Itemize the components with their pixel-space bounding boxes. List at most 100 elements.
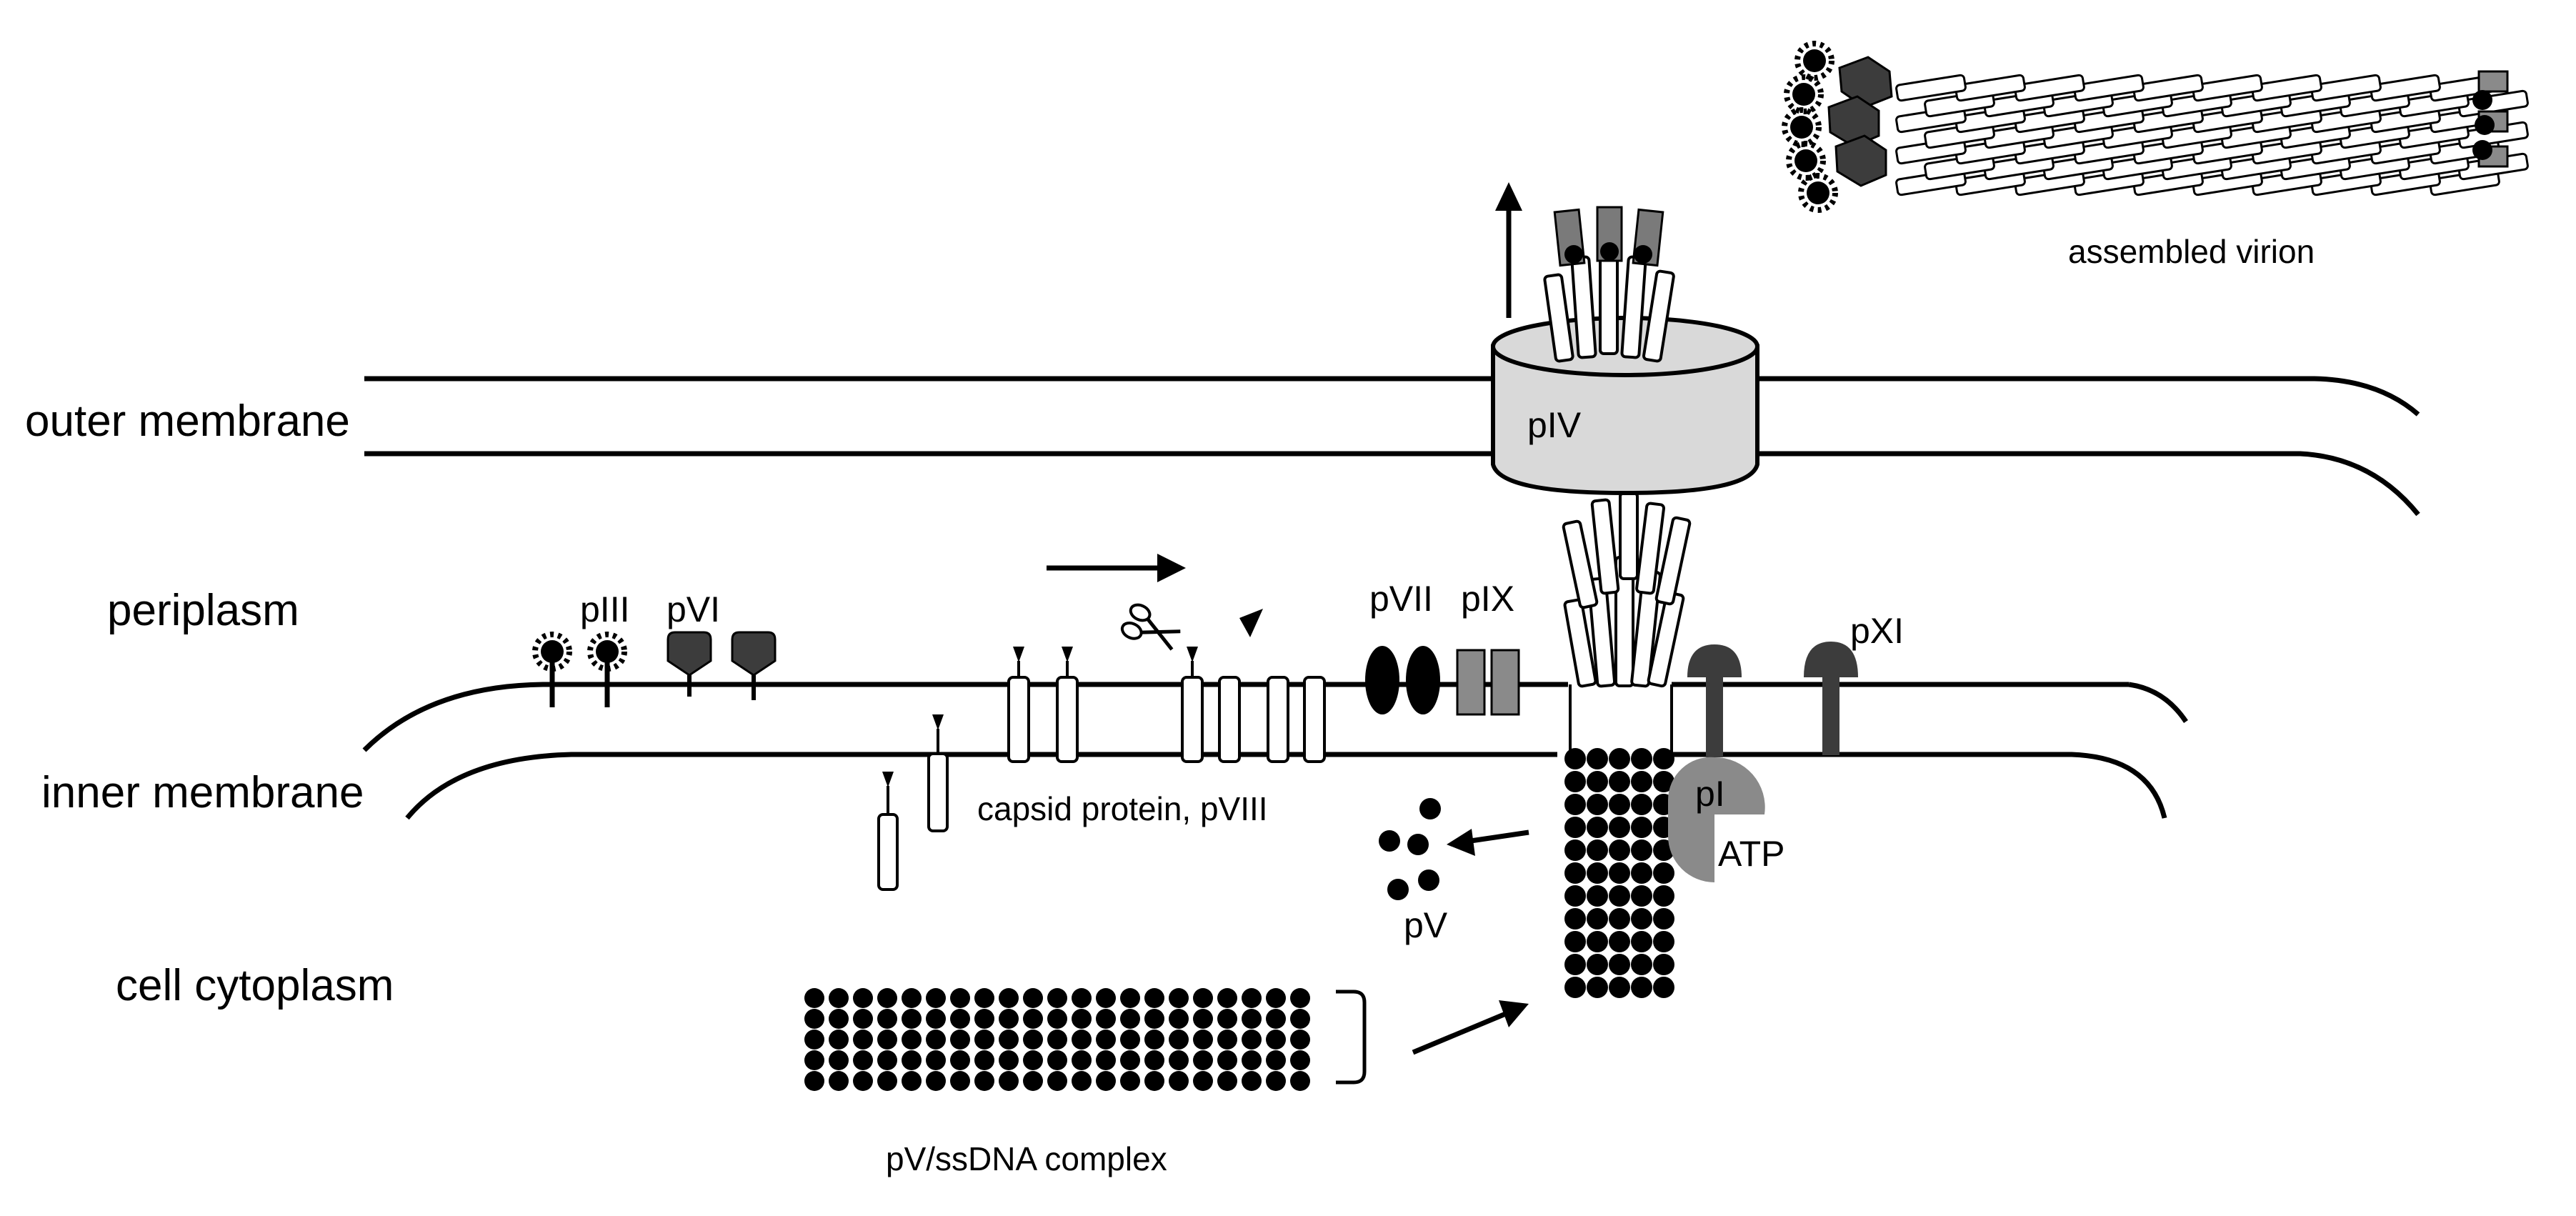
pv-dimer-dot (1217, 1030, 1237, 1050)
pv-dimer-dot (1096, 1009, 1116, 1029)
pv-dimer-dot (999, 1030, 1019, 1050)
pix-protein (1456, 649, 1520, 716)
pv-dimer-dot (999, 988, 1019, 1008)
pv-dimer-dot (1266, 1030, 1286, 1050)
pv-dimer-dot (1653, 771, 1674, 792)
piii-protein (532, 632, 627, 707)
label-pv-ssdna-complex: pV/ssDNA complex (886, 1140, 1167, 1177)
pv-dimer-dot (1144, 1030, 1164, 1050)
pv-dimer-dot (1023, 1071, 1043, 1091)
label-cell-cytoplasm: cell cytoplasm (116, 961, 394, 1010)
pv-dimer-dot (829, 1009, 849, 1029)
pv-dimer-dot (1193, 988, 1213, 1008)
pv-dimer-dot (877, 1009, 897, 1029)
pv-dimer-dot (1631, 977, 1652, 998)
pv-dimer-dot (1564, 977, 1586, 998)
label-atp: ATP (1718, 834, 1785, 874)
label-piv: pIV (1527, 405, 1582, 445)
virion-pvii-pix-end (2472, 70, 2509, 168)
label-outer-membrane: outer membrane (25, 397, 350, 446)
pv-dimer-dot (1587, 908, 1608, 930)
pviii-capsid-proteins (877, 609, 1326, 891)
pv-dimer-dot (1072, 1030, 1092, 1050)
pi-protein (1667, 644, 1765, 882)
pv-dimer-dot (1653, 748, 1674, 769)
virion-emerging-tubes (1562, 492, 1692, 688)
pv-dimer-dot (1587, 839, 1608, 861)
pv-dimer-dot (1047, 988, 1067, 1008)
pv-dimer-dot (877, 1071, 897, 1091)
pv-dimer-dot (829, 1050, 849, 1070)
outer-membrane (364, 376, 2420, 517)
pv-dimer-dot (999, 1071, 1019, 1091)
pv-dimer-dot (1564, 817, 1586, 838)
pv-dimer-dot (1169, 1009, 1189, 1029)
pv-dimer-dot (950, 1071, 970, 1091)
label-pv: pV (1404, 905, 1448, 945)
pv-dimer-dot (1242, 1050, 1262, 1070)
label-pi: pI (1695, 774, 1725, 814)
pv-dimer-dot (1653, 977, 1674, 998)
pv-dimer-dot (1564, 748, 1586, 769)
pv-dimer-dot (1096, 1030, 1116, 1050)
translocation-arrow (1047, 554, 1186, 582)
scissors-icon (1120, 603, 1181, 651)
inner-membrane (362, 682, 2188, 820)
pv-dimer-dot (1023, 1050, 1043, 1070)
label-pvi: pVI (667, 589, 720, 629)
pv-dimer-dot (1242, 1009, 1262, 1029)
pv-dimer-dot (1096, 988, 1116, 1008)
pv-dimer-dot (853, 1009, 873, 1029)
pv-dimer-dot (1266, 988, 1286, 1008)
pv-dimer-dot (1266, 1050, 1286, 1070)
pv-dimer-dot (926, 1009, 946, 1029)
virion-pviii-tube (2073, 74, 2145, 102)
pv-dimer-dot (1653, 908, 1674, 930)
pv-dimer-dot (974, 1071, 994, 1091)
pv-dimer-dot (926, 988, 946, 1008)
pv-dimer-dot (1193, 1071, 1213, 1091)
pv-dimer-dot (1587, 862, 1608, 884)
pv-dimer-dot (926, 1050, 946, 1070)
pv-dimer-dot (1631, 954, 1652, 975)
pv-dimer-dot (853, 988, 873, 1008)
pv-dimer-dot (1144, 1071, 1164, 1091)
pv-dimer-dot (950, 1030, 970, 1050)
pvii-protein (1365, 646, 1440, 714)
pv-dimer-dot (1290, 988, 1310, 1008)
pvi-protein (667, 631, 777, 700)
label-pxi: pXI (1850, 611, 1904, 651)
pv-dimer-dot (1631, 885, 1652, 907)
virion-pviii-tube (2132, 74, 2204, 102)
pv-dimer-dot (1242, 988, 1262, 1008)
pv-dimer-dot (1587, 977, 1608, 998)
label-pix: pIX (1461, 579, 1514, 619)
pv-ssdna-column (1564, 748, 1674, 998)
pv-dimer-dot (877, 988, 897, 1008)
pv-dimer-dot (1290, 1030, 1310, 1050)
pv-dimer-dot (1047, 1030, 1067, 1050)
pv-dimer-dot (1609, 931, 1630, 952)
pv-dimer-dot (974, 988, 994, 1008)
pv-dimer-dot (1096, 1050, 1116, 1070)
pv-dimer-dot (1096, 1071, 1116, 1091)
pv-dimer-dot (1242, 1030, 1262, 1050)
pv-dimer-dot (1072, 988, 1092, 1008)
pv-dimer-dot (1120, 1071, 1140, 1091)
pv-dimer-dot (999, 1050, 1019, 1070)
pv-dimer-dot (1290, 1050, 1310, 1070)
pv-dimer-dot (950, 1050, 970, 1070)
label-periplasm: periplasm (107, 586, 299, 635)
pv-dimer-dot (829, 988, 849, 1008)
pv-ssdna-complex (804, 988, 1367, 1091)
pv-dimer-dot (1653, 931, 1674, 952)
pv-dimer-dot (1587, 817, 1608, 838)
pv-dimer-dot (1047, 1050, 1067, 1070)
pv-dimer-dot (1631, 794, 1652, 815)
pv-dimer-dot (1609, 954, 1630, 975)
pv-dimer-dot (1609, 908, 1630, 930)
pv-dimer-dot (853, 1050, 873, 1070)
pv-dimer-dot (853, 1071, 873, 1091)
pv-dimer-dot (974, 1050, 994, 1070)
